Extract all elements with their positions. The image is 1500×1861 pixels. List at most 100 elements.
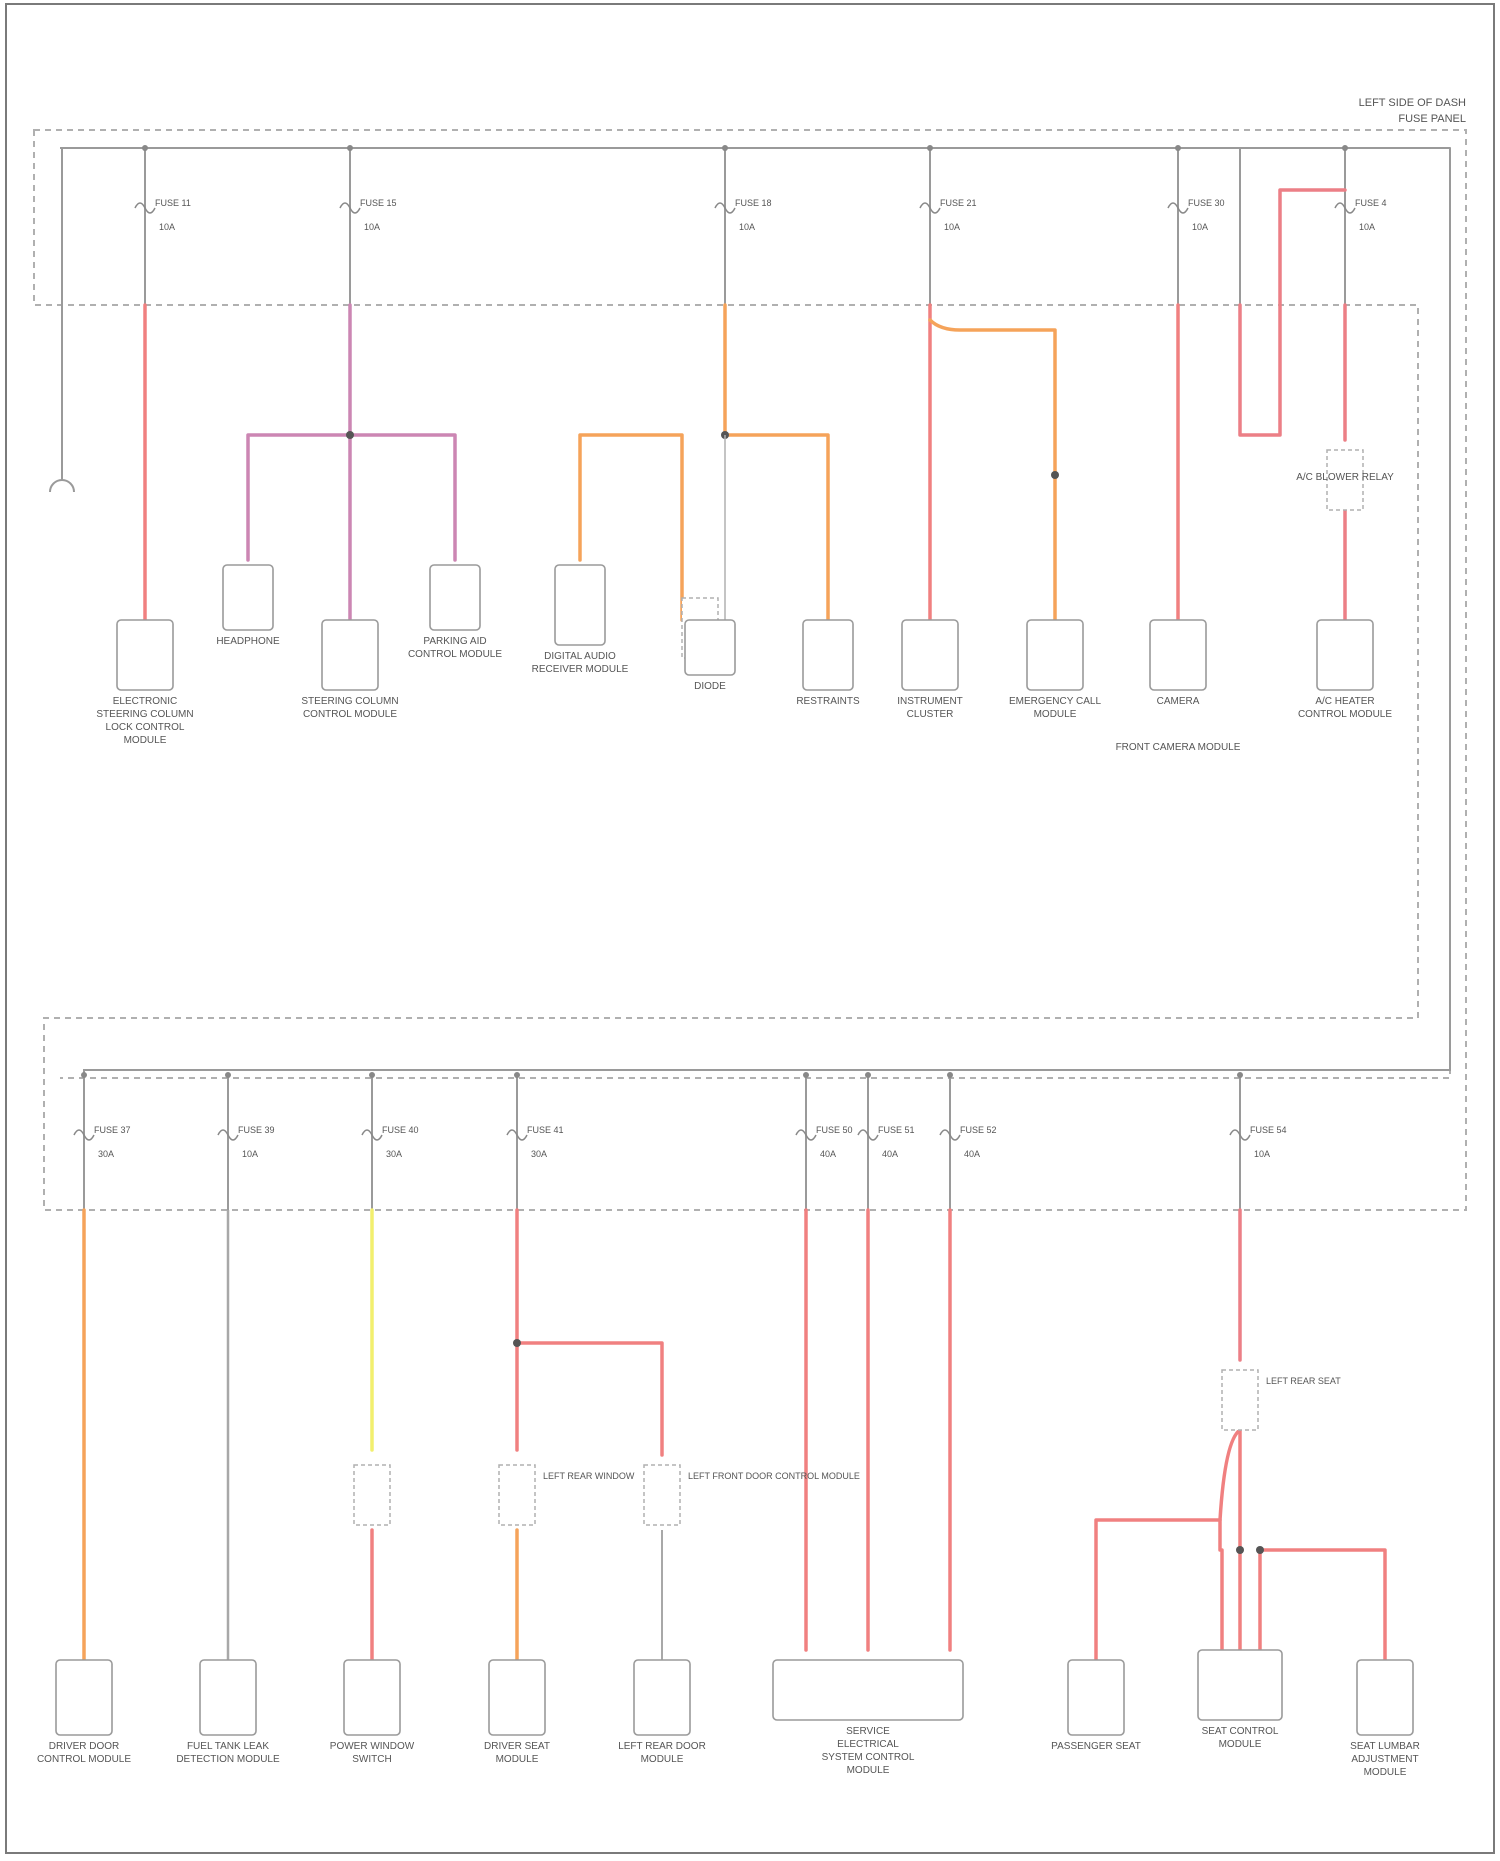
inline-device-0 [354, 1465, 390, 1525]
top-component-9: CAMERA [1150, 620, 1206, 707]
top-component-11: A/C HEATER CONTROL MODULE [1298, 620, 1392, 720]
bottom-fuse-amps: 30A [98, 1149, 114, 1159]
top-component-box [1150, 620, 1206, 690]
top-component-label: HEADPHONE [216, 636, 280, 647]
top-component-label: CAMERA [1157, 696, 1200, 707]
top-component-label: CONTROL MODULE [408, 649, 502, 660]
panel-title-line2: FUSE PANEL [1398, 113, 1466, 125]
top-component-box [803, 620, 853, 690]
bottom-component-label: MODULE [496, 1754, 539, 1765]
bottom-fuse-amps: 40A [964, 1149, 980, 1159]
wire-emergency-call [930, 320, 1055, 620]
bottom-component-10: SEAT LUMBAR ADJUSTMENT MODULE [1350, 1660, 1420, 1778]
bottom-component-label: SYSTEM CONTROL [822, 1752, 915, 1763]
bottom-component-label: MODULE [1364, 1767, 1407, 1778]
top-component-6: RESTRAINTS [796, 620, 860, 707]
bottom-component-3: DRIVER SEAT MODULE [484, 1660, 550, 1765]
top-component-box [902, 620, 958, 690]
bottom-component-box [773, 1660, 963, 1720]
bottom-component-label: ELECTRICAL [837, 1739, 899, 1750]
wire-junction [1256, 1546, 1264, 1554]
bottom-component-label: PASSENGER SEAT [1051, 1741, 1141, 1752]
top-fuse-label: FUSE 18 [735, 198, 772, 208]
top-component-label: MODULE [124, 735, 167, 746]
top-fuse-amps: 10A [944, 222, 960, 232]
wire-left-rear-seat [1260, 1550, 1385, 1660]
bottom-component-label: SEAT LUMBAR [1350, 1741, 1420, 1752]
top-fuse-label: FUSE 21 [940, 198, 977, 208]
bottom-fuse-junction [947, 1072, 953, 1078]
bottom-component-label: FUEL TANK LEAK [187, 1741, 269, 1752]
bottom-fuse-1: FUSE 3910A [218, 1072, 275, 1210]
bottom-fuse-junction [865, 1072, 871, 1078]
bottom-component-label: MODULE [641, 1754, 684, 1765]
top-component-label: RESTRAINTS [796, 696, 860, 707]
top-component-label: DIGITAL AUDIO [544, 651, 616, 662]
wire-blower-loop [1240, 190, 1345, 435]
top-fuse-2: FUSE 18 10A [715, 145, 772, 305]
bottom-fuse-amps: 40A [882, 1149, 898, 1159]
bottom-component-label: SEAT CONTROL [1202, 1726, 1279, 1737]
bottom-component-box [1068, 1660, 1124, 1735]
top-component-5: DIODE [685, 620, 735, 692]
bottom-fuse-label: FUSE 40 [382, 1125, 419, 1135]
top-fuse-junction [1175, 145, 1181, 151]
bottom-fuse-label: FUSE 41 [527, 1125, 564, 1135]
bottom-component-box [200, 1660, 256, 1735]
bottom-component-label: POWER WINDOW [330, 1741, 415, 1752]
bottom-fuse-label: FUSE 52 [960, 1125, 997, 1135]
bottom-component-label: ADJUSTMENT [1351, 1754, 1418, 1765]
bottom-component-0: DRIVER DOORCONTROL MODULE [37, 1660, 131, 1765]
bottom-component-label: SERVICE [846, 1726, 890, 1737]
top-fuse-label: FUSE 15 [360, 198, 397, 208]
top-component-label: EMERGENCY CALL [1009, 696, 1102, 707]
top-component-label: STEERING COLUMN [96, 709, 193, 720]
top-component-label: A/C HEATER [1315, 696, 1374, 707]
top-fuse-junction [347, 145, 353, 151]
bottom-fuse-junction [1237, 1072, 1243, 1078]
top-fuse-junction [1342, 145, 1348, 151]
top-component-2: STEERING COLUMNCONTROL MODULE [301, 620, 398, 720]
bottom-fuse-junction [514, 1072, 520, 1078]
top-fuse-label: FUSE 30 [1188, 198, 1225, 208]
bottom-component-label: DRIVER SEAT [484, 1741, 550, 1752]
bottom-component-label: SWITCH [352, 1754, 391, 1765]
top-fuse-amps: 10A [739, 222, 755, 232]
top-component-label: ELECTRONIC [113, 696, 177, 707]
bottom-component-8: PASSENGER SEAT [1051, 1660, 1141, 1752]
bottom-component-label: LEFT FRONT DOOR CONTROL MODULE [688, 1471, 860, 1481]
top-component-box [117, 620, 173, 690]
top-component-box [1317, 620, 1373, 690]
bottom-component-box [1357, 1660, 1413, 1735]
bottom-fuse-layer: FUSE 3730AFUSE 3910AFUSE 4030AFUSE 4130A… [74, 1072, 1287, 1210]
bottom-component-label: MODULE [1219, 1739, 1262, 1750]
top-fuse-amps: 10A [1359, 222, 1375, 232]
ground-connection [50, 148, 74, 492]
wire-layer [84, 190, 1385, 1660]
bottom-fuse-junction [225, 1072, 231, 1078]
fuse-panel-outline-upper [34, 130, 1466, 1210]
top-fuse-junction [722, 145, 728, 151]
wire-junction [1236, 1546, 1244, 1554]
top-component-box [1027, 620, 1083, 690]
wire-seat-module-a [1220, 1520, 1222, 1650]
bottom-component-box [344, 1660, 400, 1735]
top-component-4: DIGITAL AUDIORECEIVER MODULE [532, 565, 629, 675]
wire-orange-right [725, 435, 828, 620]
top-component-box [685, 620, 735, 675]
bottom-fuse-amps: 10A [1254, 1149, 1270, 1159]
bottom-fuse-amps: 30A [531, 1149, 547, 1159]
top-component-label: CONTROL MODULE [1298, 709, 1392, 720]
bottom-fuse-label: FUSE 37 [94, 1125, 131, 1135]
wire-junction [346, 431, 354, 439]
top-fuse-amps: 10A [159, 222, 175, 232]
bottom-component-1: FUEL TANK LEAKDETECTION MODULE [176, 1660, 280, 1765]
